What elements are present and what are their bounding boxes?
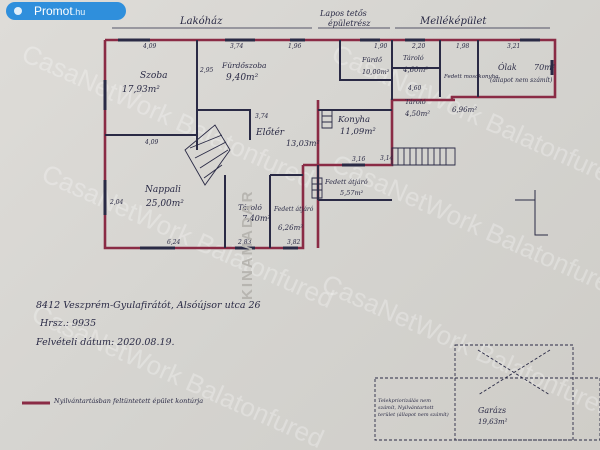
room-labels: Szoba 17,93m² Fürdőszoba 9,40m² Előtér 1… [122,54,555,232]
garage-area: 19,63m² [478,418,508,426]
dim-3: 1,96 [288,43,302,50]
site-badge[interactable]: Promot.hu [6,2,126,20]
label-lapos-1: Lapos tetős [319,9,367,18]
stairs [184,109,456,199]
dim-10: 3,74 [255,113,269,120]
room-eloter-area: 13,03m² [286,139,320,148]
dim-2: 3,74 [230,43,244,50]
room-fedett2-name: Fedett átjáró [324,178,368,186]
room-tarolo2-area: 4,60m² [402,66,428,74]
label-lakohaz: Lakóház [179,16,223,27]
dim-13: 2,83 [237,239,252,246]
room-konyha-name: Konyha [337,115,370,125]
room-konyha-area: 11,09m² [340,127,376,137]
room-furdo-area: 10,00m² [362,68,390,76]
room-olak-note: (állapot nem számít) [490,77,553,84]
dim-9: 4,09 [144,139,159,146]
dim-7: 3,21 [507,43,520,50]
inner-walls [105,40,479,248]
room-eloter-name: Előtér [255,127,285,138]
room-furdo-name: Fürdő [361,55,383,64]
label-mellekepulet: Melléképület [419,16,487,27]
logo-icon [14,7,22,15]
garage-name: Garázs [478,406,507,415]
dim-14: 3,82 [287,239,301,246]
room-nappali-area: 25,00m² [145,199,184,209]
label-lapos-2: épületrész [328,19,371,28]
garage-outline [374,344,600,441]
room-fedett1-name: Fedett átjáró [273,206,314,213]
address-line3: Felvételi dátum: 2020.08.19. [36,337,175,348]
legend-text: Nyilvántartásban feltüntetett épület kon… [54,397,204,405]
room-furdoszoba-area: 9,40m² [226,73,259,83]
dim-6: 1,98 [456,43,470,50]
address-line1: 8412 Veszprém-Gyulafirátót, Alsóújsor ut… [36,300,261,311]
dimension-labels: 4,09 3,74 1,96 1,90 2,20 1,98 3,21 2,95 … [109,43,520,246]
compass-mark [515,190,548,236]
room-olak-area: 70m² [534,63,555,72]
dim-11: 2,04 [109,199,124,206]
room-szoba-area: 17,93m² [122,85,160,95]
room-tarolo3-area: 4,50m² [404,110,430,118]
room-olak-name: Ólak [498,63,517,72]
dim-16: 4,60 [407,85,422,92]
vertical-stamp: KINAMADAR [239,190,256,301]
watermark-4: CasaNetWork Balatonfured [328,148,600,304]
room-tarolo2-name: Tároló [403,54,424,62]
watermark-6: CasaNetWork Balatonfured [318,268,600,424]
dim-1: 4,09 [142,43,157,50]
window-marks [103,38,554,250]
dim-15: 3,16 [352,156,366,163]
room-tarolo-name: Tároló [238,203,262,212]
room-tarolo-area: 7,40m² [242,214,271,223]
dim-12: 6,24 [167,239,181,246]
room-mosokonyha-area: 6,96m² [452,106,477,114]
garage-side-note: Telekpriorizálás nem számít, Nyilvántart… [378,398,449,418]
room-fedett1-area: 6,26m² [278,224,303,232]
dim-17: 3,14 [380,155,394,162]
room-tarolo3-name: Tároló [405,98,426,106]
badge-tld: .hu [72,7,86,17]
room-furdoszoba-name: Fürdőszoba [221,61,267,70]
room-mosokonyha-name: Fedett mosókonyha [443,73,499,80]
address-line2: Hrsz.: 9935 [40,318,97,329]
dim-8: 2,95 [199,67,214,74]
room-fedett2-area: 5,57m² [340,189,364,197]
dim-4: 1,90 [374,43,388,50]
dim-5: 2,20 [411,43,426,50]
room-szoba-name: Szoba [140,71,167,81]
room-nappali-name: Nappali [144,185,181,195]
badge-brand: Promot [34,4,73,18]
